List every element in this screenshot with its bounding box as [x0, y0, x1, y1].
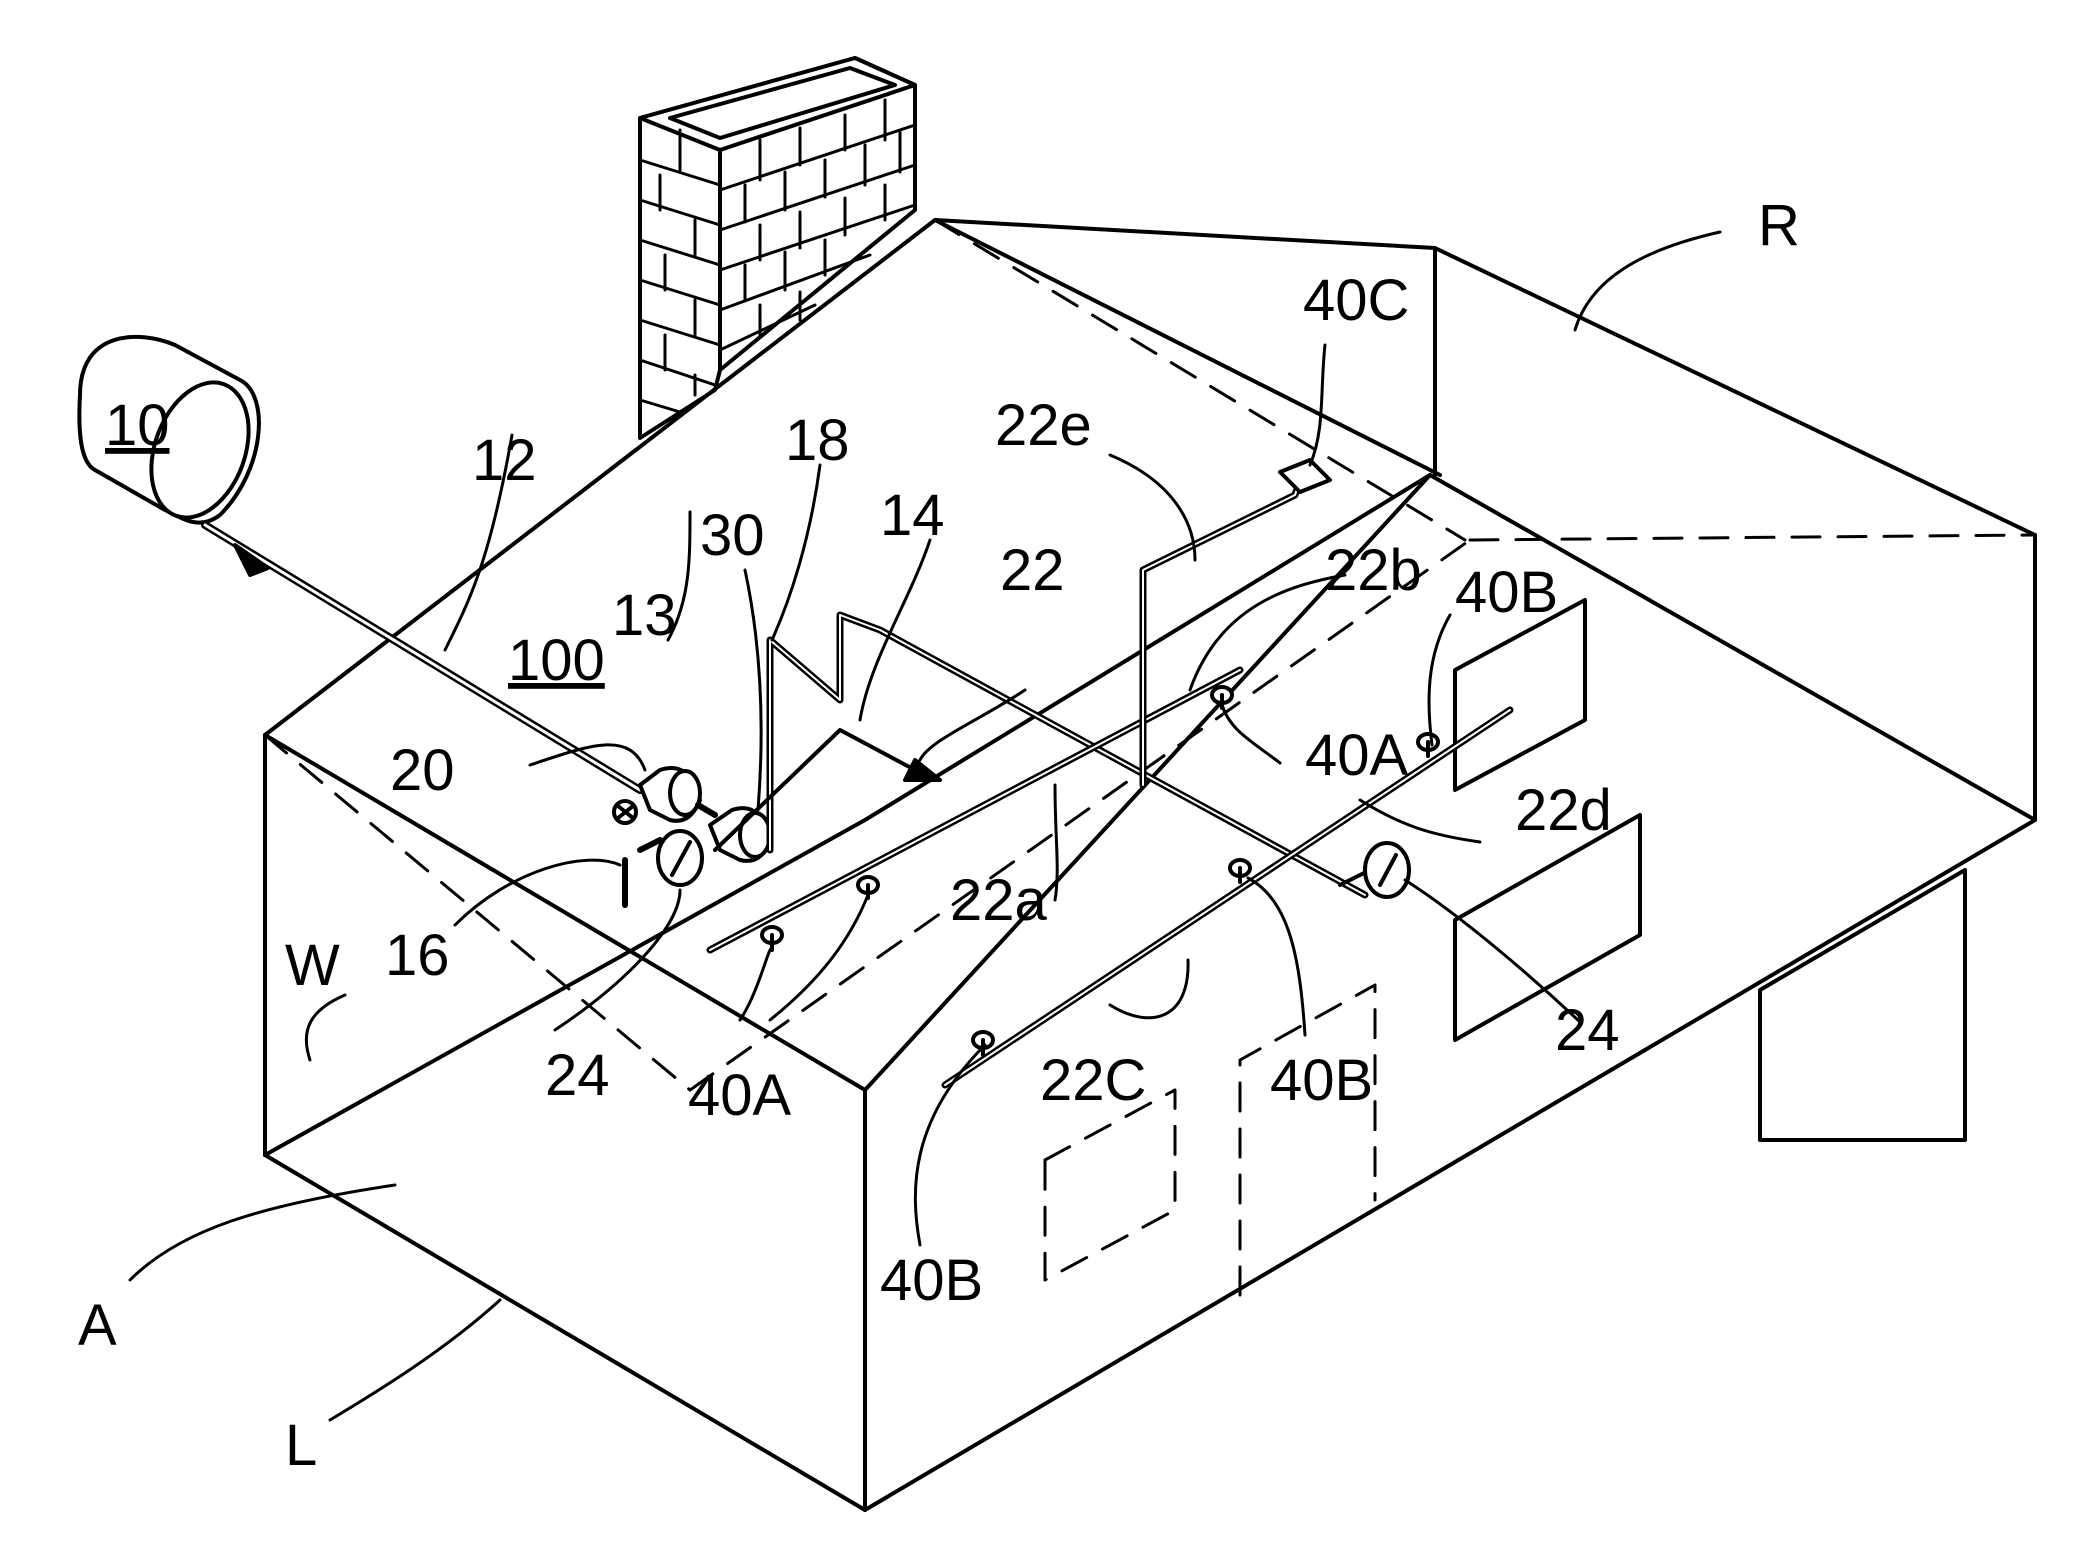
valve-30	[710, 808, 770, 861]
label-22d: 22d	[1515, 778, 1612, 843]
label-12: 12	[472, 428, 537, 493]
label-40b-top: 40B	[1455, 560, 1558, 625]
label-tank-10: 10	[105, 393, 170, 458]
riser-18	[770, 615, 1365, 895]
line-16	[625, 840, 660, 905]
regulator-20	[614, 768, 700, 823]
hidden-lines	[265, 220, 2035, 1295]
label-24-right: 24	[1555, 998, 1620, 1063]
label-40c: 40C	[1303, 268, 1409, 333]
label-20: 20	[390, 738, 455, 803]
label-22b: 22b	[1325, 538, 1422, 603]
label-30: 30	[700, 503, 765, 568]
label-40a-bottom: 40A	[688, 1063, 792, 1128]
label-16: 16	[385, 923, 450, 988]
label-l: L	[285, 1413, 317, 1478]
label-a: A	[78, 1293, 117, 1358]
riser-18-inner	[770, 615, 1365, 895]
label-40a-mid: 40A	[1305, 723, 1409, 788]
right-wall-openings	[1455, 600, 1965, 1140]
outlet-40b-3	[1418, 734, 1438, 756]
leader-lines	[130, 232, 1720, 1420]
house-outline	[265, 220, 2035, 1510]
label-22: 22	[1000, 538, 1065, 603]
label-14: 14	[880, 483, 945, 548]
label-22e: 22e	[995, 393, 1092, 458]
label-40b-mid: 40B	[1270, 1048, 1373, 1113]
label-13: 13	[612, 583, 677, 648]
chimney	[640, 58, 915, 438]
label-r: R	[1758, 193, 1800, 258]
label-24-left: 24	[545, 1043, 610, 1108]
label-18: 18	[785, 408, 850, 473]
labels: 10 100 R W A L 12 13 14 16 18 20 22 22a …	[78, 193, 1800, 1478]
gauge-24-left	[658, 831, 702, 885]
label-40b-bottom: 40B	[880, 1248, 983, 1313]
label-22c: 22C	[1040, 1048, 1146, 1113]
outlet-40a-1	[762, 927, 782, 950]
label-system-100: 100	[508, 628, 605, 693]
line-22e	[1143, 460, 1330, 785]
label-w: W	[285, 933, 340, 998]
label-22a: 22a	[950, 868, 1048, 933]
pipe-13	[698, 805, 715, 815]
